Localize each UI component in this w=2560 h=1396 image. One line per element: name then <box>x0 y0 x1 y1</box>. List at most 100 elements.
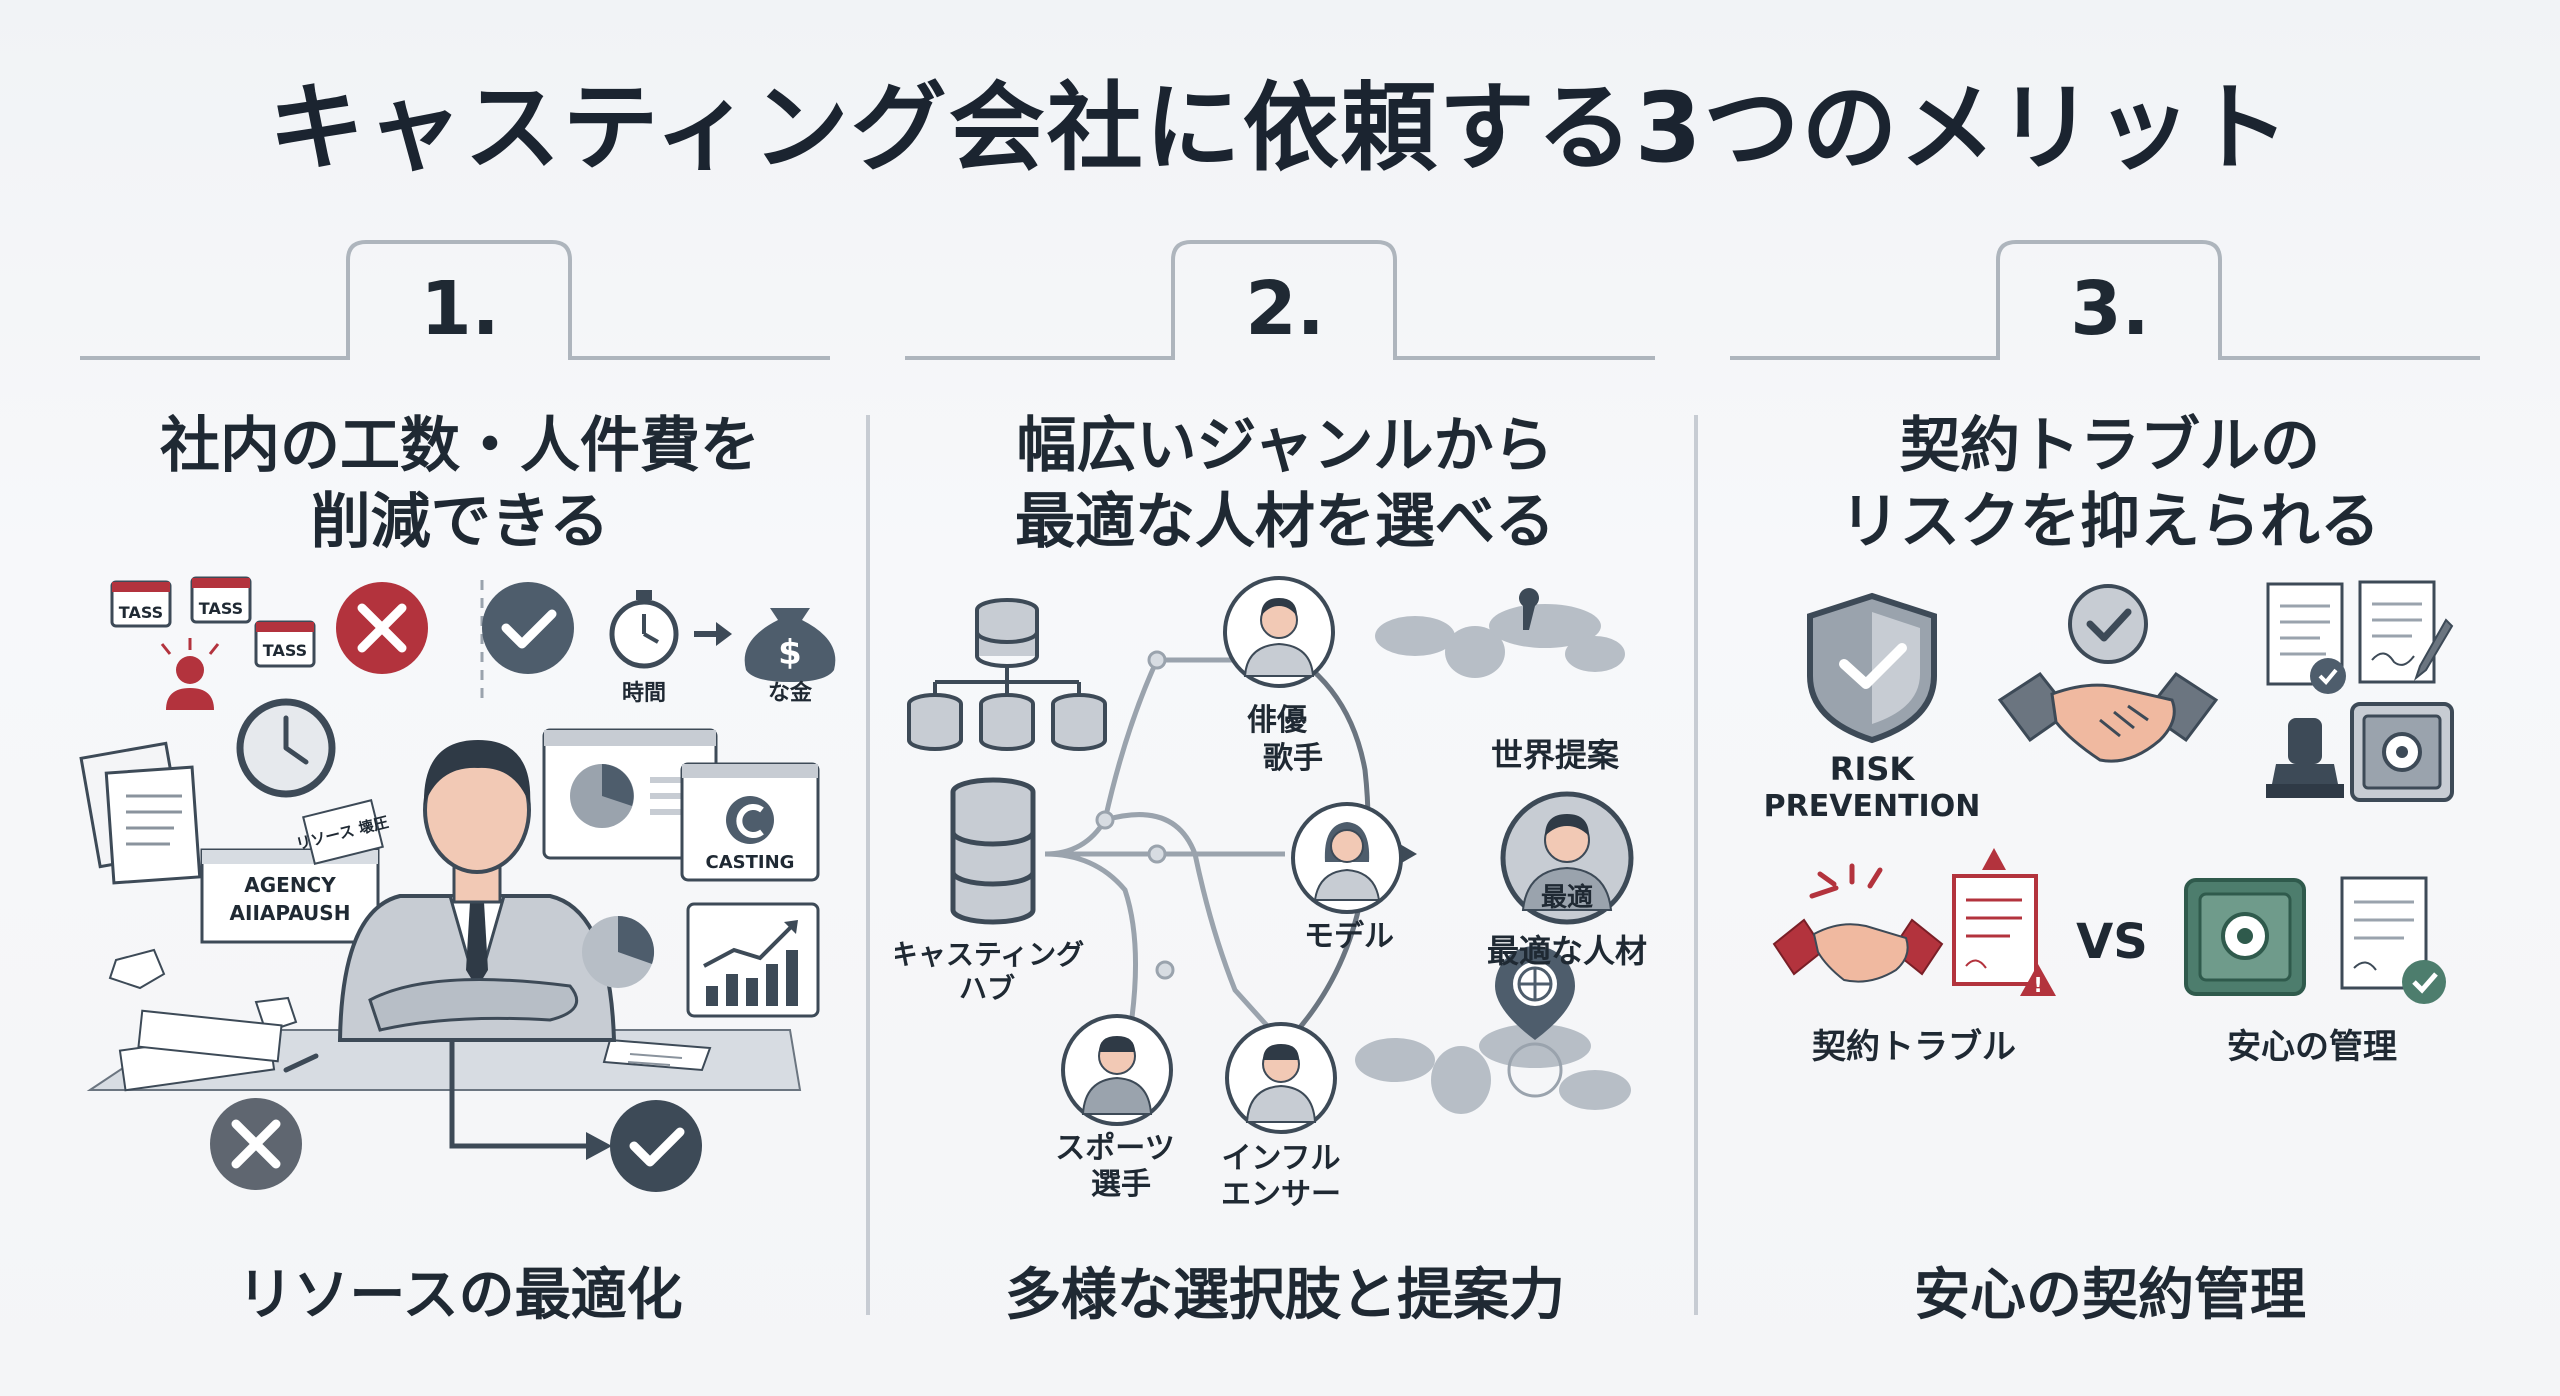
panel-3-heading: 契約トラブルの リスクを抑えられる <box>1720 408 2500 560</box>
risk-label-line1: RISK <box>1830 750 1916 788</box>
best-badge-label: 最適 <box>1541 882 1593 913</box>
panel-1-illustration: TASS TASS TASS <box>79 576 836 1192</box>
handshake-icon <box>1997 671 2219 763</box>
pie-chart-icon <box>582 915 655 988</box>
globe-pin-icon <box>1495 946 1575 1098</box>
document-check-icon <box>2266 582 2346 694</box>
panel-2-heading-line2: 最適な人材を選べる <box>1015 487 1555 557</box>
panel-1-heading: 社内の工数・人件費を 削減できる <box>70 408 850 560</box>
task-card-icon: TASS <box>190 576 252 624</box>
database-hierarchy-icon <box>907 598 1107 751</box>
bar-chart-window <box>686 902 820 1018</box>
world-map-icon <box>1375 588 1625 678</box>
world-map-bottom-icon <box>1355 1024 1631 1114</box>
stressed-person-icon <box>160 638 220 710</box>
safe-icon <box>2350 702 2454 802</box>
panel-1: 1. 社内の工数・人件費を 削減できる TASS TASS TASS <box>70 230 850 1350</box>
check-circle-icon <box>2068 584 2148 664</box>
actor-label-line2: 歌手 <box>1263 741 1323 776</box>
vs-label: VS <box>2076 914 2148 970</box>
svg-text:$: $ <box>778 633 802 673</box>
panel-2-heading-line1: 幅広いジャンルから <box>1016 411 1554 481</box>
risk-label-line2: PREVENTION <box>1764 789 1981 824</box>
network-node <box>1155 960 1175 980</box>
broken-handshake-icon <box>1772 863 1944 983</box>
analytics-window <box>542 728 718 860</box>
panel-3-tab-frame <box>1730 240 2480 360</box>
casting-window: CASTING <box>680 762 820 882</box>
task-label-2: TASS <box>199 599 243 618</box>
model-avatar-icon <box>1291 802 1403 914</box>
businessman-figure <box>337 740 617 1042</box>
money-bag-icon: $ <box>744 608 836 682</box>
sports-avatar-icon <box>1061 1014 1173 1126</box>
hub-label-line2: ハブ <box>959 972 1015 1005</box>
safe-document-icon <box>2340 876 2446 1004</box>
panel-3-number: 3. <box>2070 266 2150 352</box>
arrow-head-icon <box>716 622 732 646</box>
safe-label: 安心の管理 <box>2227 1027 2397 1067</box>
crumpled-paper-icon <box>108 948 298 1034</box>
time-label: 時間 <box>622 681 666 706</box>
main-title: キャスティング会社に依頼する3つのメリット <box>268 72 2292 184</box>
world-proposal-label: 世界提案 <box>1491 736 1620 774</box>
warning-document-icon: ! <box>1952 848 2056 997</box>
panel-1-caption: リソースの最適化 <box>237 1263 683 1328</box>
divider-right <box>1694 415 1698 1315</box>
sports-label-line2: 選手 <box>1091 1167 1151 1202</box>
panel-3: 3. 契約トラブルの リスクを抑えられる RISK PREVENTION <box>1720 230 2500 1350</box>
panel-3-illustration: RISK PREVENTION <box>1764 580 2454 1067</box>
stamp-icon <box>2266 718 2344 798</box>
task-label-3: TASS <box>263 641 307 660</box>
best-talent-label: 最適な人材 <box>1487 932 1647 970</box>
task-label-1: TASS <box>119 603 163 622</box>
red-x-icon <box>336 582 428 674</box>
desk <box>86 1009 802 1092</box>
actor-label-line1: 俳優 <box>1247 703 1308 738</box>
panel-2-caption: 多様な選択肢と提案力 <box>1005 1263 1565 1328</box>
divider-left <box>866 415 870 1315</box>
panel-1-tab-frame <box>80 240 830 360</box>
influencer-label-line2: エンサー <box>1221 1177 1341 1212</box>
network-node <box>1147 844 1167 864</box>
agency-window: AGENCY AIIAPAUSH <box>200 848 380 944</box>
panel-1-heading-line2: 削減できる <box>310 487 610 557</box>
resource-note: リソース 壊圧 <box>294 799 390 865</box>
casting-hub-database-icon <box>950 777 1036 925</box>
panel-2-number: 2. <box>1245 266 1325 352</box>
panel-2-heading: 幅広いジャンルから 最適な人材を選べる <box>895 408 1675 560</box>
gray-x-icon <box>210 1098 302 1190</box>
hub-label-line1: キャスティング <box>895 938 1084 971</box>
check-circle-icon <box>610 1100 702 1192</box>
trouble-label: 契約トラブル <box>1812 1027 2016 1067</box>
network-node <box>1147 650 1167 670</box>
influencer-avatar-icon <box>1225 1022 1337 1134</box>
network-node <box>1095 810 1115 830</box>
panel-2: 2. 幅広いジャンルから 最適な人材を選べる <box>895 230 1675 1350</box>
agency-label-line2: AIIAPAUSH <box>230 901 351 925</box>
green-safe-icon <box>2184 878 2306 996</box>
best-talent-avatar-icon: 最適 <box>1500 791 1634 925</box>
panel-2-illustration: キャスティング ハブ 俳優 歌手 モ <box>895 576 1647 1212</box>
flow-arrow-head <box>586 1132 612 1160</box>
sports-label-line1: スポーツ <box>1055 1131 1174 1166</box>
panel-3-caption: 安心の契約管理 <box>1914 1263 2306 1328</box>
check-circle-icon <box>482 582 574 674</box>
panel-1-heading-line1: 社内の工数・人件費を <box>160 411 760 481</box>
stopwatch-icon <box>609 590 679 669</box>
svg-text:!: ! <box>2033 973 2042 997</box>
clock-icon <box>236 698 336 798</box>
agency-label-line1: AGENCY <box>244 873 336 897</box>
model-label: モデル <box>1304 919 1394 954</box>
paper-stack-icon <box>79 741 202 885</box>
influencer-label-line1: インフル <box>1221 1141 1340 1176</box>
actor-avatar-icon <box>1223 576 1335 688</box>
panel-3-heading-line2: リスクを抑えられる <box>1840 487 2380 557</box>
casting-label: CASTING <box>706 852 795 873</box>
task-card-icon: TASS <box>110 580 172 628</box>
signed-document-icon <box>2358 580 2454 684</box>
panel-1-number: 1. <box>420 266 500 352</box>
panel-2-tab-frame <box>905 240 1655 360</box>
panel-3-heading-line1: 契約トラブルの <box>1900 411 2320 481</box>
money-label: な金 <box>768 680 813 706</box>
